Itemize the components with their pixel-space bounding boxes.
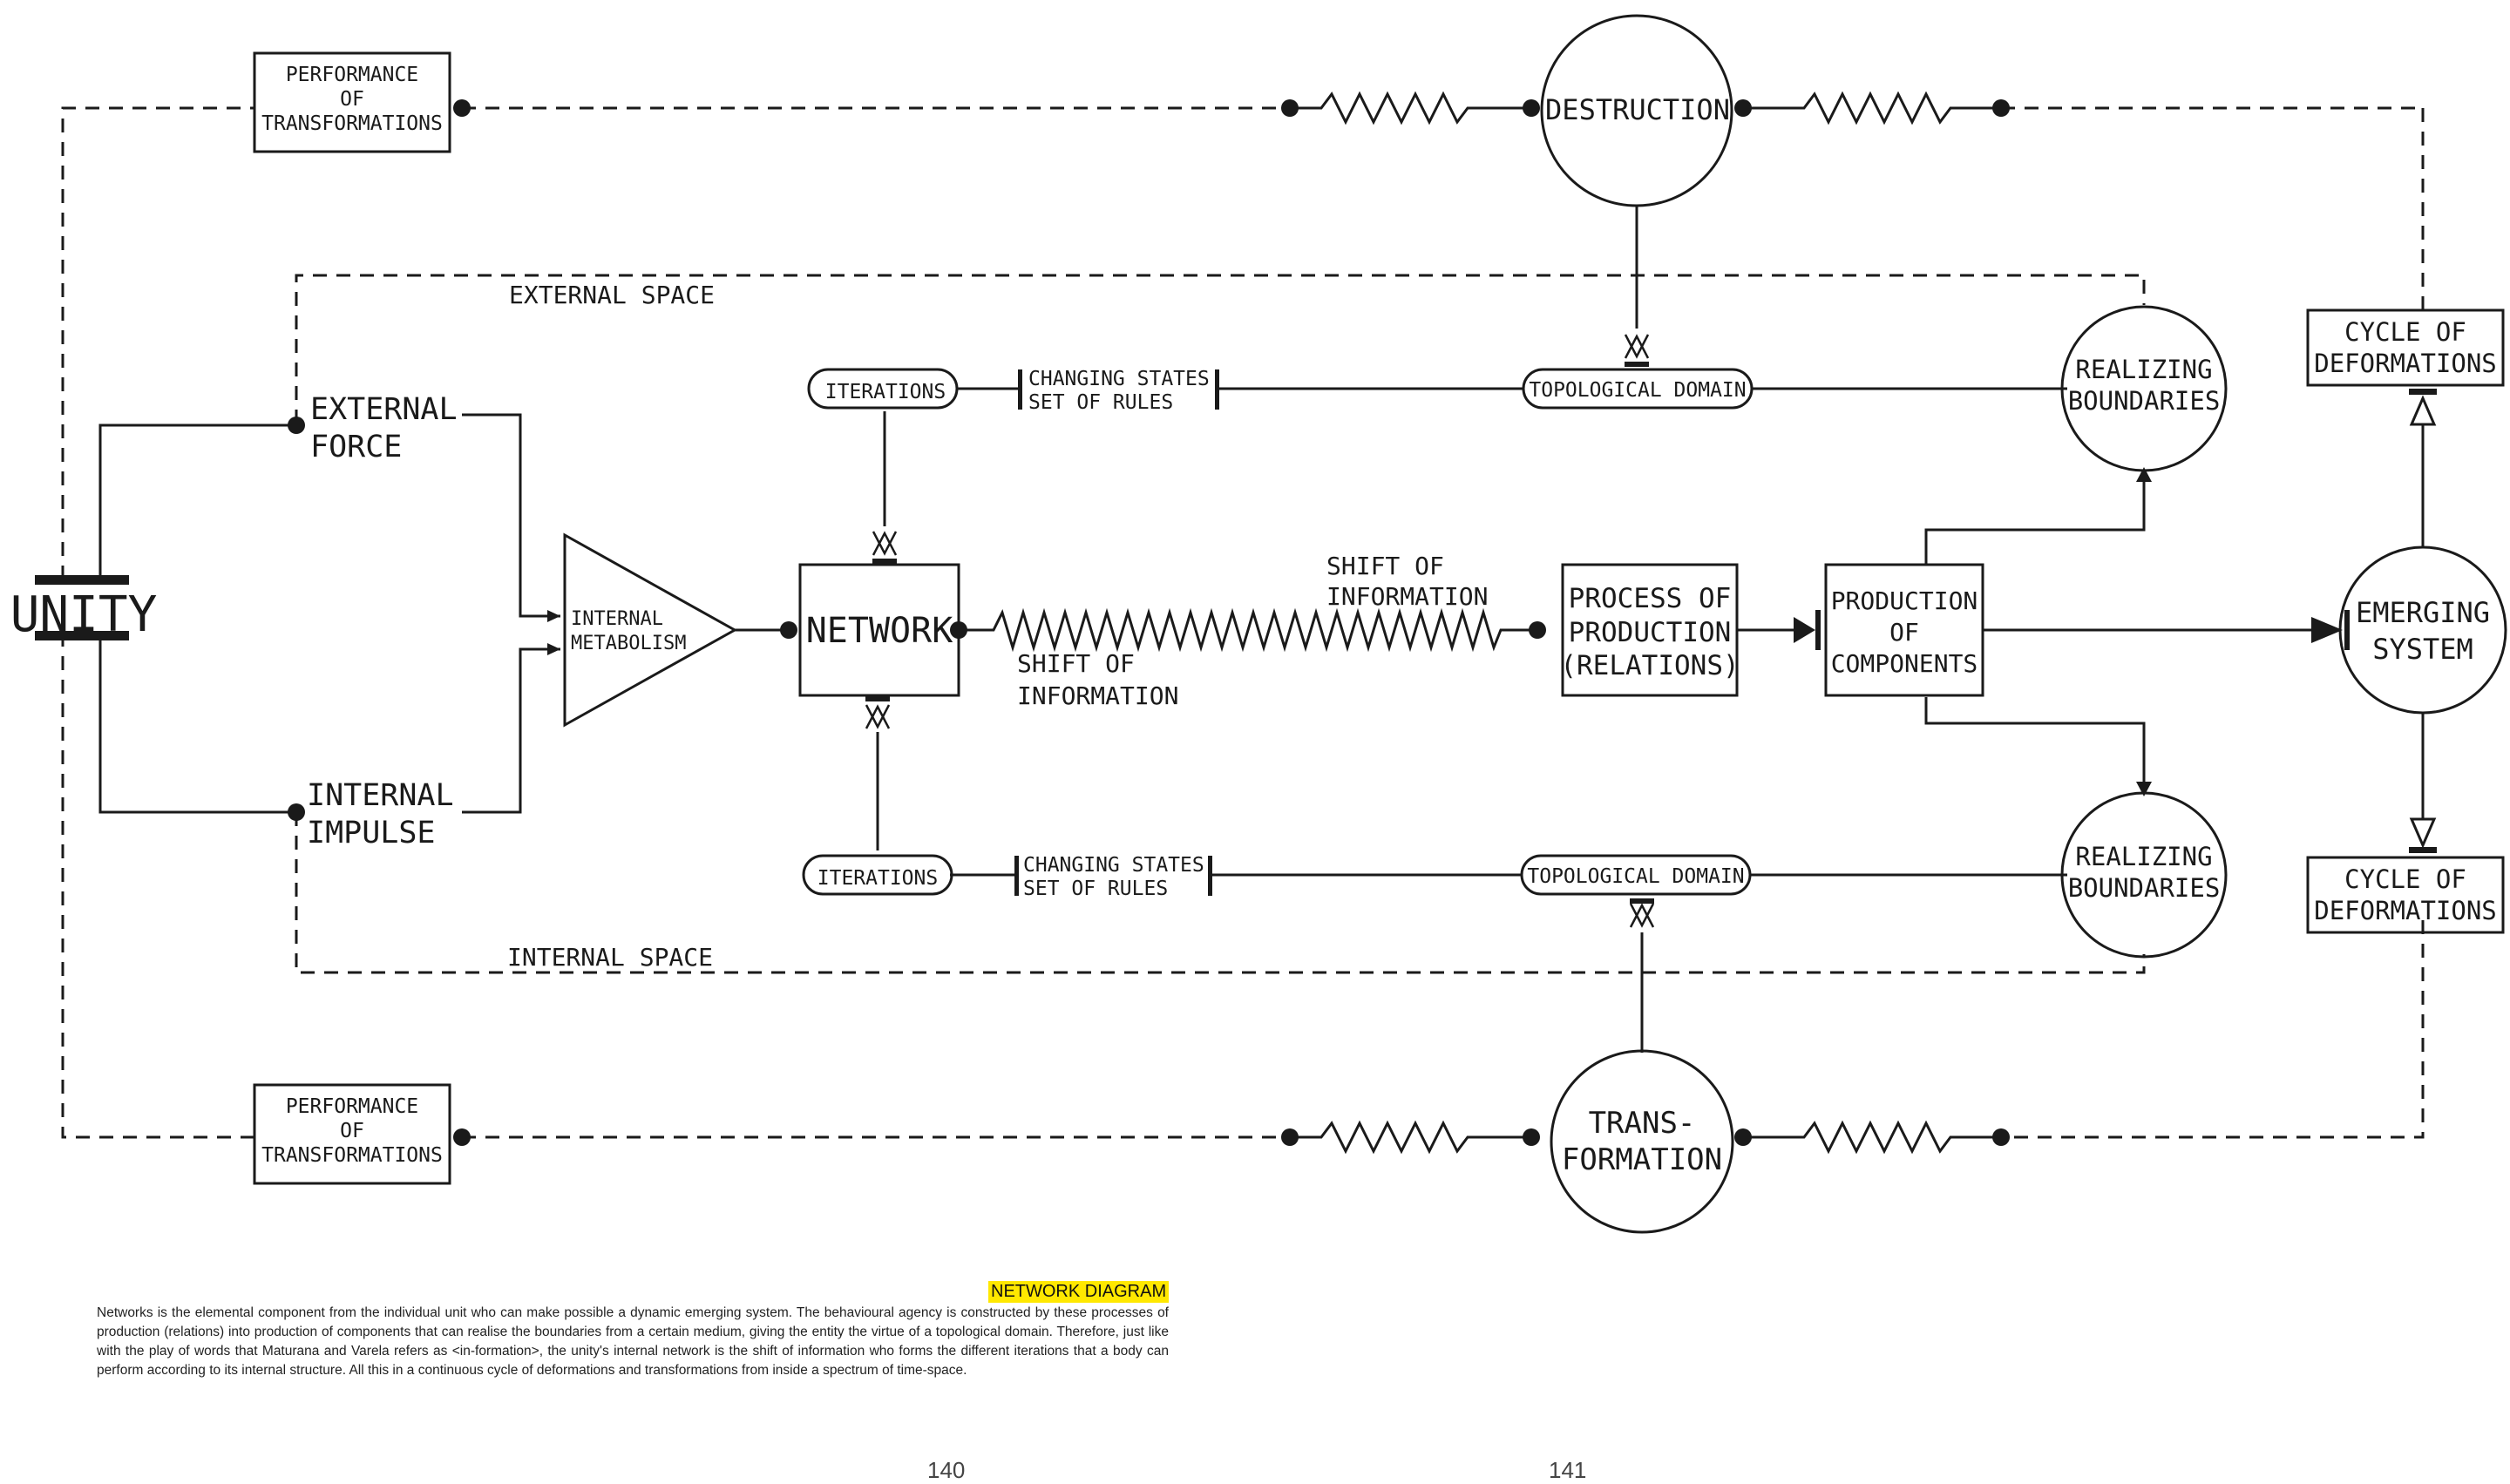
svg-text:DEFORMATIONS: DEFORMATIONS bbox=[2314, 896, 2497, 925]
unity-bar-top bbox=[35, 575, 129, 585]
page-number-right: 141 bbox=[1549, 1457, 1587, 1483]
svg-text:TRANSFORMATIONS: TRANSFORMATIONS bbox=[261, 112, 443, 135]
network-label: NETWORK bbox=[806, 611, 953, 651]
svg-text:INTERNAL: INTERNAL bbox=[571, 608, 663, 630]
zigzag-shift-of-information bbox=[959, 607, 1537, 653]
svg-text:ITERATIONS: ITERATIONS bbox=[817, 867, 938, 890]
svg-text:OF: OF bbox=[340, 1120, 364, 1142]
svg-text:EXTERNAL: EXTERNAL bbox=[310, 392, 458, 427]
svg-text:SHIFT OF: SHIFT OF bbox=[1017, 649, 1135, 678]
emerging-circle bbox=[2338, 545, 2507, 715]
svg-text:EXTERNAL SPACE: EXTERNAL SPACE bbox=[509, 281, 715, 309]
svg-text:REALIZING: REALIZING bbox=[2075, 355, 2212, 384]
svg-text:DEFORMATIONS: DEFORMATIONS bbox=[2314, 349, 2497, 378]
outer-dashed-loop bbox=[61, 106, 2425, 1139]
hollow-arrow-down bbox=[2409, 817, 2437, 849]
svg-text:INFORMATION: INFORMATION bbox=[1017, 681, 1178, 710]
svg-text:FORMATION: FORMATION bbox=[1562, 1142, 1722, 1177]
svg-text:CYCLE OF: CYCLE OF bbox=[2344, 864, 2466, 894]
destruction-circle bbox=[1540, 14, 1733, 207]
svg-text:CYCLE OF: CYCLE OF bbox=[2344, 317, 2466, 347]
svg-text:PRODUCTION: PRODUCTION bbox=[1831, 586, 1978, 615]
svg-text:TOPOLOGICAL DOMAIN: TOPOLOGICAL DOMAIN bbox=[1529, 379, 1746, 402]
performance-bottom-box bbox=[253, 1083, 451, 1185]
svg-text:METABOLISM: METABOLISM bbox=[571, 633, 686, 654]
svg-text:(RELATIONS): (RELATIONS) bbox=[1560, 650, 1739, 681]
svg-text:FORCE: FORCE bbox=[310, 430, 402, 464]
topological-bottom-pill bbox=[1520, 854, 1752, 896]
svg-text:SYSTEM: SYSTEM bbox=[2372, 633, 2473, 666]
topological-top-pill bbox=[1522, 368, 1754, 410]
unity-connectors bbox=[98, 413, 789, 814]
cycle-bottom-box bbox=[2306, 856, 2505, 934]
caption-text: Networks is the elemental component from… bbox=[97, 1305, 1169, 1378]
hollow-arrow-up bbox=[2409, 395, 2437, 426]
svg-text:INTERNAL: INTERNAL bbox=[307, 778, 454, 813]
svg-text:EMERGING: EMERGING bbox=[2356, 596, 2490, 629]
svg-text:PRODUCTION: PRODUCTION bbox=[1569, 617, 1732, 648]
process-box bbox=[1561, 563, 1739, 697]
svg-text:SHIFT OF: SHIFT OF bbox=[1326, 552, 1444, 580]
production-box bbox=[1824, 563, 1984, 697]
zigzag-destruction-left bbox=[1290, 91, 1531, 125]
caption-title: NETWORK DIAGRAM bbox=[988, 1281, 1170, 1303]
svg-text:IMPULSE: IMPULSE bbox=[307, 816, 436, 850]
iterations-top-pill bbox=[807, 368, 959, 410]
svg-text:INFORMATION: INFORMATION bbox=[1326, 582, 1488, 611]
svg-text:PROCESS OF: PROCESS OF bbox=[1569, 583, 1732, 614]
svg-text:OF: OF bbox=[1889, 618, 1919, 647]
destruction-label: DESTRUCTION bbox=[1545, 93, 1730, 126]
inner-dashed-frame bbox=[295, 274, 2146, 974]
svg-text:PERFORMANCE: PERFORMANCE bbox=[286, 64, 418, 86]
svg-text:SET OF RULES: SET OF RULES bbox=[1023, 878, 1168, 900]
svg-text:BOUNDARIES: BOUNDARIES bbox=[2068, 386, 2221, 416]
iterations-bottom-pill bbox=[802, 854, 953, 896]
svg-text:SET OF RULES: SET OF RULES bbox=[1028, 391, 1173, 414]
svg-text:REALIZING: REALIZING bbox=[2075, 842, 2212, 871]
unity-label: UNITY bbox=[10, 586, 158, 643]
svg-text:BOUNDARIES: BOUNDARIES bbox=[2068, 873, 2221, 903]
svg-text:INTERNAL SPACE: INTERNAL SPACE bbox=[507, 943, 713, 972]
svg-text:TRANS-: TRANS- bbox=[1589, 1106, 1696, 1141]
svg-text:TOPOLOGICAL DOMAIN: TOPOLOGICAL DOMAIN bbox=[1527, 865, 1744, 888]
svg-text:ITERATIONS: ITERATIONS bbox=[825, 381, 946, 403]
svg-text:PERFORMANCE: PERFORMANCE bbox=[286, 1095, 418, 1118]
unity-bar-bottom bbox=[35, 631, 129, 640]
transformation-circle bbox=[1550, 1049, 1734, 1234]
zigzag-transformation-left bbox=[1290, 1120, 1531, 1155]
zigzag-transformation-right bbox=[1743, 1120, 2001, 1155]
svg-text:CHANGING STATES: CHANGING STATES bbox=[1023, 854, 1204, 877]
svg-text:TRANSFORMATIONS: TRANSFORMATIONS bbox=[261, 1144, 443, 1167]
svg-text:OF: OF bbox=[340, 88, 364, 111]
performance-top-box bbox=[253, 51, 451, 153]
svg-text:CHANGING STATES: CHANGING STATES bbox=[1028, 368, 1210, 390]
internal-metabolism-triangle bbox=[563, 532, 738, 728]
cycle-top-box bbox=[2306, 308, 2505, 387]
zigzag-destruction-right bbox=[1743, 91, 2001, 125]
svg-text:COMPONENTS: COMPONENTS bbox=[1831, 649, 1978, 678]
page-number-left: 140 bbox=[927, 1457, 966, 1483]
